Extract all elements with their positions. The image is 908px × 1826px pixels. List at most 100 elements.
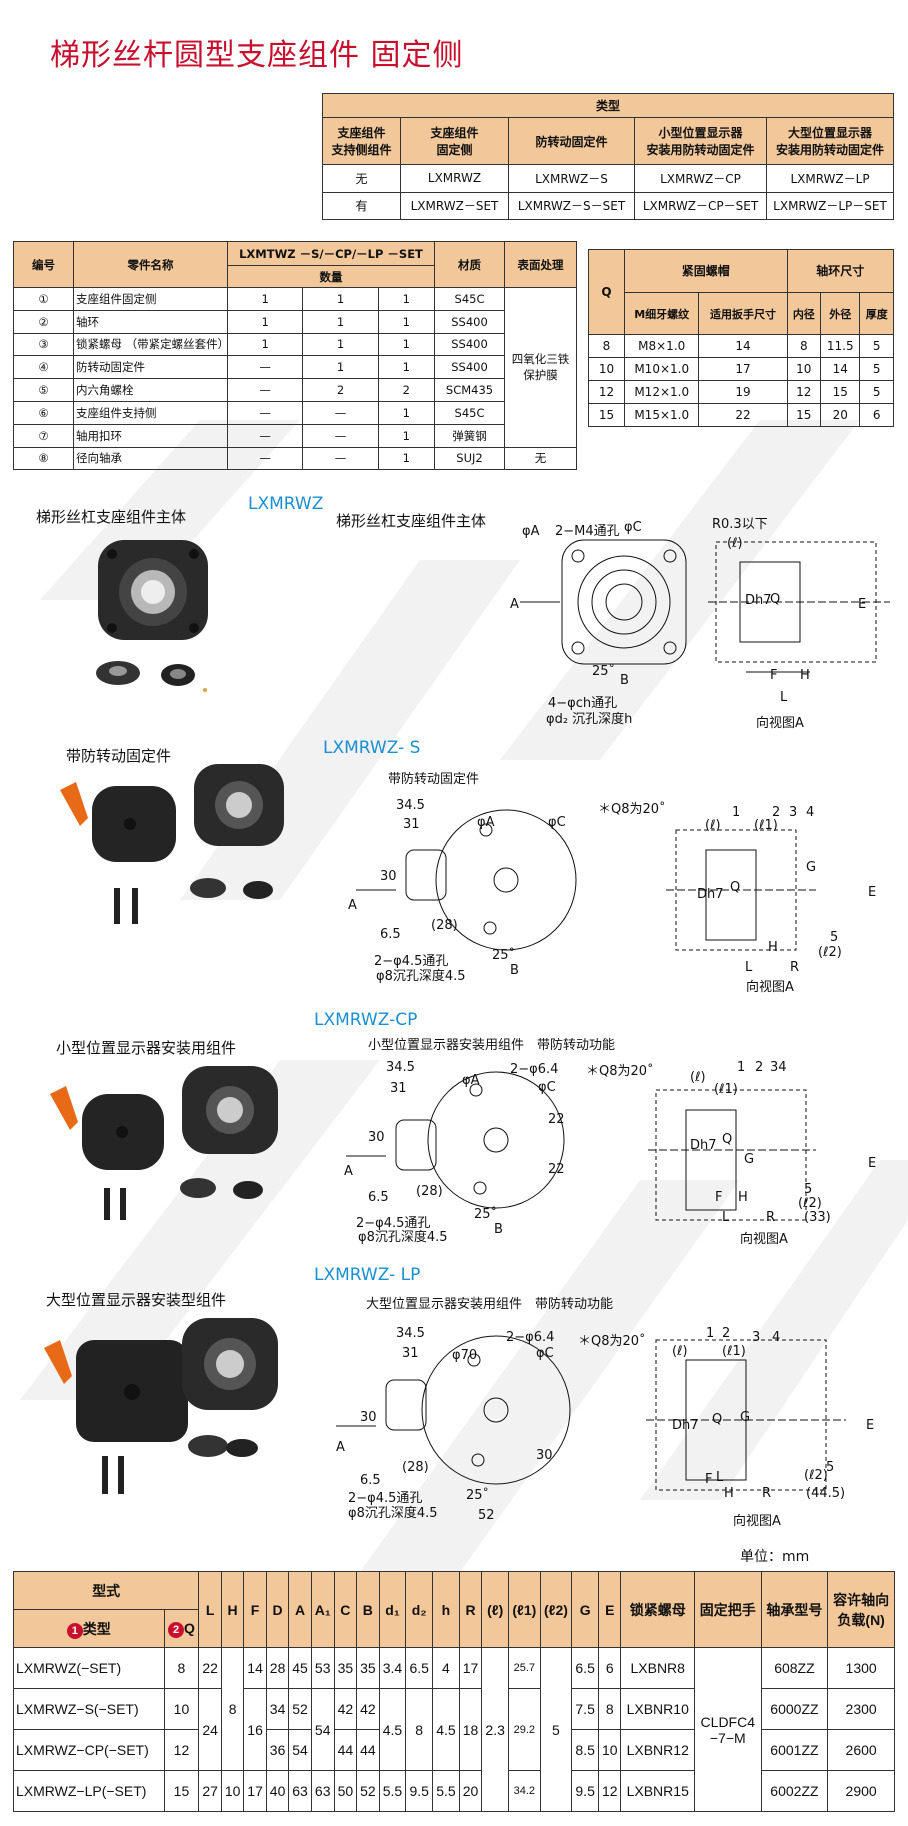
dimension-label: Q [722, 1132, 733, 1147]
cell: 锁紧螺母 （带紧定螺丝套件） [73, 332, 229, 357]
cell: — [302, 400, 379, 425]
spec-col-header: h [432, 1571, 460, 1648]
dimension-label: (28) [402, 1460, 429, 1475]
cell: 40 [265, 1770, 290, 1812]
cell: 4 [432, 1647, 460, 1689]
dimension-label: B [510, 963, 519, 978]
table-row: 有 LXMRWZ－SET LXMRWZ－S－SET LXMRWZ－CP－SET … [322, 191, 894, 220]
cell: M8×1.0 [623, 334, 700, 359]
spec-col-header: G [571, 1571, 599, 1648]
dimension-label: 5 [804, 1182, 813, 1197]
dimension-label: 31 [403, 817, 420, 832]
cell: SCM435 [434, 378, 505, 402]
dimension-label: φC [624, 520, 642, 535]
page-title: 梯形丝杆圆型支座组件 固定侧 [50, 38, 464, 73]
cell: LXMRWZ－S [508, 164, 635, 193]
parts-h-mat: 材质 [434, 241, 505, 288]
type-col-3: 小型位置显示器 安装用防转动固定件 [634, 117, 767, 165]
dimension-label: 30 [536, 1448, 553, 1463]
drawing-2 [356, 809, 816, 951]
cell: 无 [322, 164, 401, 193]
cell: M12×1.0 [623, 380, 700, 405]
dimension-label: B [620, 673, 629, 688]
cell: 2.3 [481, 1647, 510, 1812]
note-4: ＊Q8为20˚ [578, 1334, 646, 1349]
note-3: ＊Q8为20˚ [586, 1064, 654, 1079]
cell: 5 [859, 380, 894, 405]
dimension-label: (ℓ) [690, 1070, 706, 1085]
drawing-caption-4: 大型位置显示器安装用组件 带防转动功能 [366, 1297, 614, 1312]
cell: 16 [243, 1688, 267, 1771]
dimension-label: A [336, 1440, 345, 1455]
cell: 20 [820, 403, 861, 427]
cell: 8 [163, 1647, 200, 1689]
model-label-2: LXMRWZ- S [323, 738, 421, 758]
dimension-label: Q [712, 1412, 723, 1427]
cell: SS400 [434, 309, 505, 334]
cell: 12 [597, 1770, 622, 1812]
cell: ① [13, 287, 74, 311]
product-photo-2 [60, 764, 284, 924]
spec-col-header: R [458, 1571, 483, 1648]
dimension-label: φ8沉孔深度4.5 [376, 969, 466, 984]
cell: 608ZZ [760, 1647, 829, 1689]
dimension-label: φA [477, 815, 495, 830]
dimension-label: 25˚ [492, 948, 516, 963]
cell: 35 [333, 1647, 358, 1689]
cell: S45C [434, 287, 505, 311]
dimension-label: 4 [772, 1330, 781, 1345]
cell: S45C [434, 400, 505, 425]
cell: 1 [302, 287, 379, 311]
spec-col-header: d₂ [405, 1571, 434, 1648]
cell: 44 [333, 1729, 358, 1771]
spec-col-header: A [288, 1571, 312, 1648]
spec-h-model: 型式 [12, 1571, 200, 1610]
cell: 1 [377, 400, 436, 425]
parts-h-name: 零件名称 [73, 241, 228, 288]
dimension-label: Q [730, 880, 741, 895]
unit-label: 单位：mm [740, 1549, 810, 1565]
spec-col-header: (ℓ) [481, 1571, 510, 1648]
dimension-label: E [858, 597, 867, 612]
cell: 8 [588, 334, 625, 359]
cell: 防转动固定件 [73, 355, 228, 380]
dimension-label: (44.5) [806, 1486, 846, 1501]
cell: 42 [356, 1688, 380, 1730]
dimension-label: 2−φ4.5通孔 [348, 1491, 423, 1506]
dimension-label: R [762, 1486, 772, 1501]
cell: 1 [377, 309, 436, 334]
dimension-label: G [744, 1152, 755, 1167]
cell: 36 [265, 1729, 290, 1771]
spec-col-header: 容许轴向 负载(N) [827, 1571, 895, 1648]
cell: 12 [786, 380, 822, 405]
cell: 14 [243, 1647, 267, 1689]
dimension-label: (28) [416, 1184, 443, 1199]
dimension-label: A [348, 898, 357, 913]
dimension-label: 1 [737, 1060, 746, 1075]
drawing-1 [520, 539, 890, 673]
table-row: 无 LXMRWZ LXMRWZ－S LXMRWZ－CP LXMRWZ－LP [322, 164, 894, 193]
dimension-label: (ℓ) [727, 536, 743, 551]
dimension-label: L [745, 960, 753, 975]
cell: 8 [220, 1647, 245, 1771]
cell: ⑦ [13, 423, 74, 448]
dimension-label: 2−φ4.5通孔 [374, 954, 449, 969]
parts-h-surface: 表面处理 [504, 241, 577, 288]
cell: 5.5 [378, 1770, 407, 1812]
surface-none-cell: 无 [504, 446, 577, 471]
dimension-label: (33) [804, 1210, 831, 1225]
parts-h-qty: 数量 [227, 265, 435, 288]
nut-h-collar: 轴环尺寸 [786, 249, 895, 293]
cell: LXMRWZ−CP(−SET) [13, 1729, 165, 1771]
cell: 52 [288, 1688, 312, 1730]
cell: — [226, 378, 304, 402]
drawing-4 [336, 1335, 846, 1491]
cell: 8.5 [571, 1729, 599, 1771]
